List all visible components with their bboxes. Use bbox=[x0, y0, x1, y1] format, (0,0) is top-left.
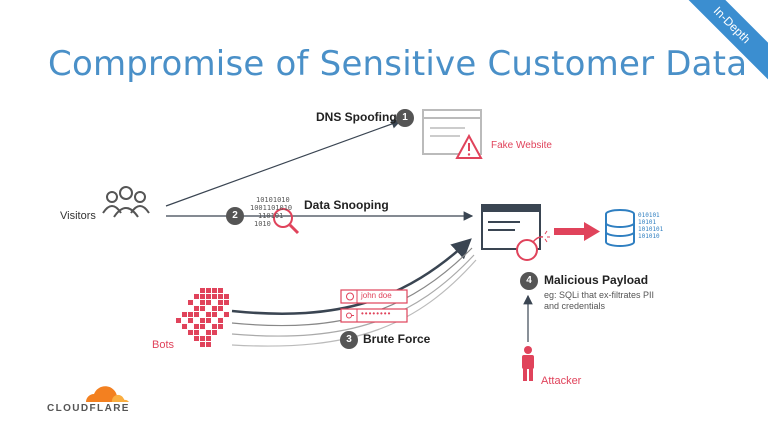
login-box bbox=[340, 289, 408, 323]
step-3-number: 3 bbox=[340, 331, 358, 349]
slide-title: Compromise of Sensitive Customer Data bbox=[48, 44, 748, 84]
binary-db-line-4: 101010 bbox=[638, 233, 660, 240]
payload-desc-line-2: and credentials bbox=[544, 301, 606, 311]
step-4-label: Malicious Payload bbox=[544, 273, 649, 287]
binary-db-line-3: 1010101 bbox=[638, 226, 664, 233]
fake-website-icon bbox=[422, 109, 483, 159]
binary-snoop-line-1: 10101010 bbox=[256, 196, 290, 204]
step-1-number: 1 bbox=[396, 109, 414, 127]
bots-label: Bots bbox=[152, 339, 175, 351]
payload-desc-line-1: eg: SQLi that ex-filtrates PII bbox=[544, 290, 655, 300]
dns-arrow bbox=[165, 119, 402, 207]
attacker-icon bbox=[522, 346, 534, 381]
exfiltrate-arrow bbox=[554, 222, 600, 241]
server-browser-icon bbox=[481, 204, 541, 250]
database-icon bbox=[605, 209, 635, 247]
step-4-number: 4 bbox=[520, 272, 538, 290]
binary-db-line-2: 10101 bbox=[638, 219, 657, 226]
visitors-label: Visitors bbox=[60, 210, 96, 222]
binary-snoop-line-4: 1010 bbox=[254, 220, 271, 228]
bomb-icon bbox=[516, 230, 550, 261]
fake-website-label: Fake Website bbox=[491, 140, 552, 151]
step-2-number: 2 bbox=[226, 207, 244, 225]
step-3-label: Brute Force bbox=[363, 332, 431, 346]
step-2-label: Data Snooping bbox=[304, 198, 389, 212]
binary-snoop-line-3: 110101 bbox=[258, 212, 284, 220]
bots-icon bbox=[176, 288, 229, 347]
cloudflare-logo-text: CLOUDFLARE bbox=[47, 403, 130, 414]
login-password: •••••••• bbox=[361, 309, 392, 318]
binary-db-line-1: 010101 bbox=[638, 212, 660, 219]
magnifier-icon bbox=[273, 208, 300, 235]
binary-snoop-line-2: 1001101010 bbox=[250, 204, 293, 212]
cloudflare-logo-icon bbox=[86, 386, 129, 402]
visitors-icon bbox=[102, 186, 150, 218]
login-username: john doe bbox=[361, 291, 392, 300]
attacker-label: Attacker bbox=[541, 375, 582, 387]
step-1-label: DNS Spoofing bbox=[316, 110, 397, 124]
